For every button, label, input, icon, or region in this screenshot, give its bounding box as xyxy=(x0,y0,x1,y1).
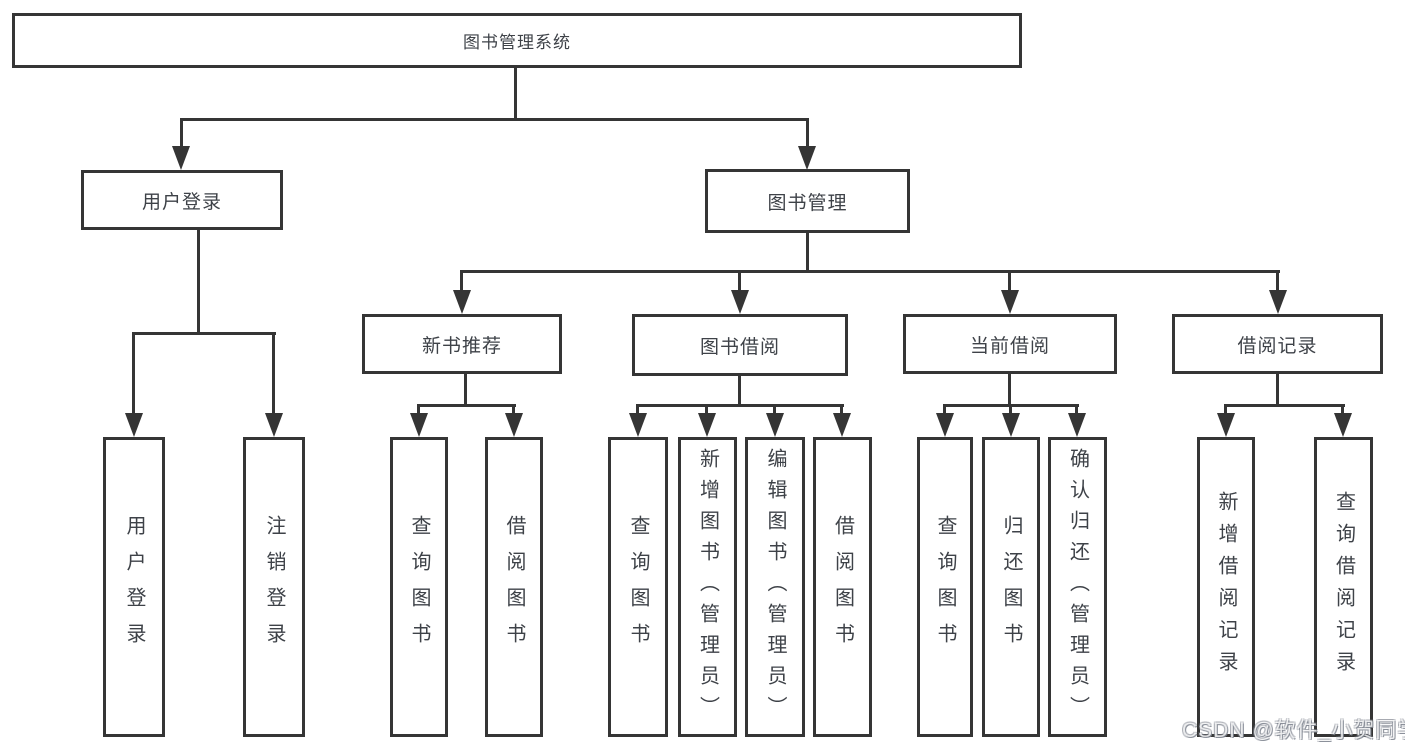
node-label: 查询图书 xyxy=(934,515,956,659)
connector-line xyxy=(1008,374,1011,407)
leaf-newbook-borrow-books: 借阅图书 xyxy=(485,437,543,737)
arrowhead xyxy=(698,413,716,437)
connector-line xyxy=(460,270,463,294)
node-label: 用户登录 xyxy=(123,515,145,659)
node-label: 归还图书 xyxy=(1000,515,1022,659)
connector-line xyxy=(1075,404,1078,418)
connector-line xyxy=(636,404,844,407)
node-label: 图书管理系统 xyxy=(463,33,571,52)
arrowhead xyxy=(833,413,851,437)
arrowhead xyxy=(453,290,471,314)
connector-line xyxy=(1341,404,1344,418)
node-label: 注销登录 xyxy=(263,515,285,659)
connector-line xyxy=(806,118,809,150)
node-label: 查询图书 xyxy=(627,515,649,659)
node-book-management: 图书管理 xyxy=(705,169,910,233)
connector-line xyxy=(705,404,708,418)
node-new-book-recommend: 新书推荐 xyxy=(362,314,562,374)
connector-line xyxy=(1276,270,1279,294)
arrowhead xyxy=(1001,290,1019,314)
connector-line xyxy=(180,118,183,150)
leaf-current-return-books: 归还图书 xyxy=(982,437,1040,737)
connector-line xyxy=(460,270,1280,273)
node-label: 查询借阅记录 xyxy=(1332,491,1355,683)
arrowhead xyxy=(766,413,784,437)
node-label: 用户登录 xyxy=(141,191,222,213)
connector-line xyxy=(636,404,639,418)
arrowhead xyxy=(1002,413,1020,437)
arrowhead xyxy=(1217,413,1235,437)
node-root: 图书管理系统 xyxy=(12,13,1022,68)
connector-line xyxy=(738,270,741,294)
node-book-borrow: 图书借阅 xyxy=(632,314,848,376)
leaf-current-confirm-return-admin: 确认归还（管理员） xyxy=(1048,437,1107,737)
node-label: 图书管理 xyxy=(767,192,848,214)
connector-line xyxy=(180,118,809,121)
arrowhead xyxy=(125,413,143,437)
arrowhead xyxy=(936,413,954,437)
connector-line xyxy=(1276,374,1279,407)
node-label: 确认归还（管理员） xyxy=(1066,447,1089,727)
connector-line xyxy=(272,332,275,417)
connector-line xyxy=(1009,404,1012,418)
connector-line xyxy=(197,230,200,335)
node-label: 借阅图书 xyxy=(503,515,525,659)
node-label: 查询图书 xyxy=(408,515,430,659)
connector-line xyxy=(943,404,946,418)
connector-line xyxy=(806,232,809,273)
leaf-borrow-query-books: 查询图书 xyxy=(608,437,668,737)
connector-line xyxy=(840,404,843,418)
leaf-records-query-record: 查询借阅记录 xyxy=(1314,437,1373,737)
node-label: 编辑图书（管理员） xyxy=(764,447,786,727)
connector-line xyxy=(132,332,276,335)
node-label: 借阅记录 xyxy=(1237,335,1318,357)
node-label: 图书借阅 xyxy=(699,336,780,358)
node-label: 新增借阅记录 xyxy=(1215,491,1237,683)
arrowhead xyxy=(798,146,816,170)
arrowhead xyxy=(1334,413,1352,437)
leaf-records-add-record: 新增借阅记录 xyxy=(1197,437,1255,737)
arrowhead xyxy=(731,290,749,314)
connector-line xyxy=(1008,270,1011,294)
connector-line xyxy=(417,404,420,418)
arrowhead xyxy=(172,146,190,170)
arrowhead xyxy=(1068,413,1086,437)
connector-line xyxy=(1224,404,1227,418)
arrowhead xyxy=(629,413,647,437)
node-user-login: 用户登录 xyxy=(81,170,283,230)
node-label: 新增图书（管理员） xyxy=(696,447,719,727)
connector-line xyxy=(773,404,776,418)
leaf-current-query-books: 查询图书 xyxy=(917,437,973,737)
connector-line xyxy=(464,374,467,407)
arrowhead xyxy=(505,413,523,437)
leaf-borrow-edit-books-admin: 编辑图书（管理员） xyxy=(745,437,805,737)
watermark: CSDN @软件_小贺同学 xyxy=(1182,719,1405,742)
arrowhead xyxy=(265,413,283,437)
node-borrow-records: 借阅记录 xyxy=(1172,314,1383,374)
leaf-logout: 注销登录 xyxy=(243,437,305,737)
connector-line xyxy=(132,332,135,417)
arrowhead xyxy=(1269,290,1287,314)
connector-line xyxy=(1224,404,1345,407)
node-label: 借阅图书 xyxy=(831,515,854,659)
node-current-borrow: 当前借阅 xyxy=(903,314,1117,374)
leaf-borrow-add-books-admin: 新增图书（管理员） xyxy=(678,437,737,737)
arrowhead xyxy=(410,413,428,437)
connector-line xyxy=(417,404,516,407)
connector-line xyxy=(512,404,515,418)
node-label: 新书推荐 xyxy=(421,335,502,357)
leaf-newbook-query-books: 查询图书 xyxy=(390,437,448,737)
connector-line xyxy=(738,374,741,407)
leaf-user-login: 用户登录 xyxy=(103,437,165,737)
leaf-borrow-borrow-books: 借阅图书 xyxy=(813,437,872,737)
connector-line xyxy=(514,68,517,121)
node-label: 当前借阅 xyxy=(969,335,1050,357)
